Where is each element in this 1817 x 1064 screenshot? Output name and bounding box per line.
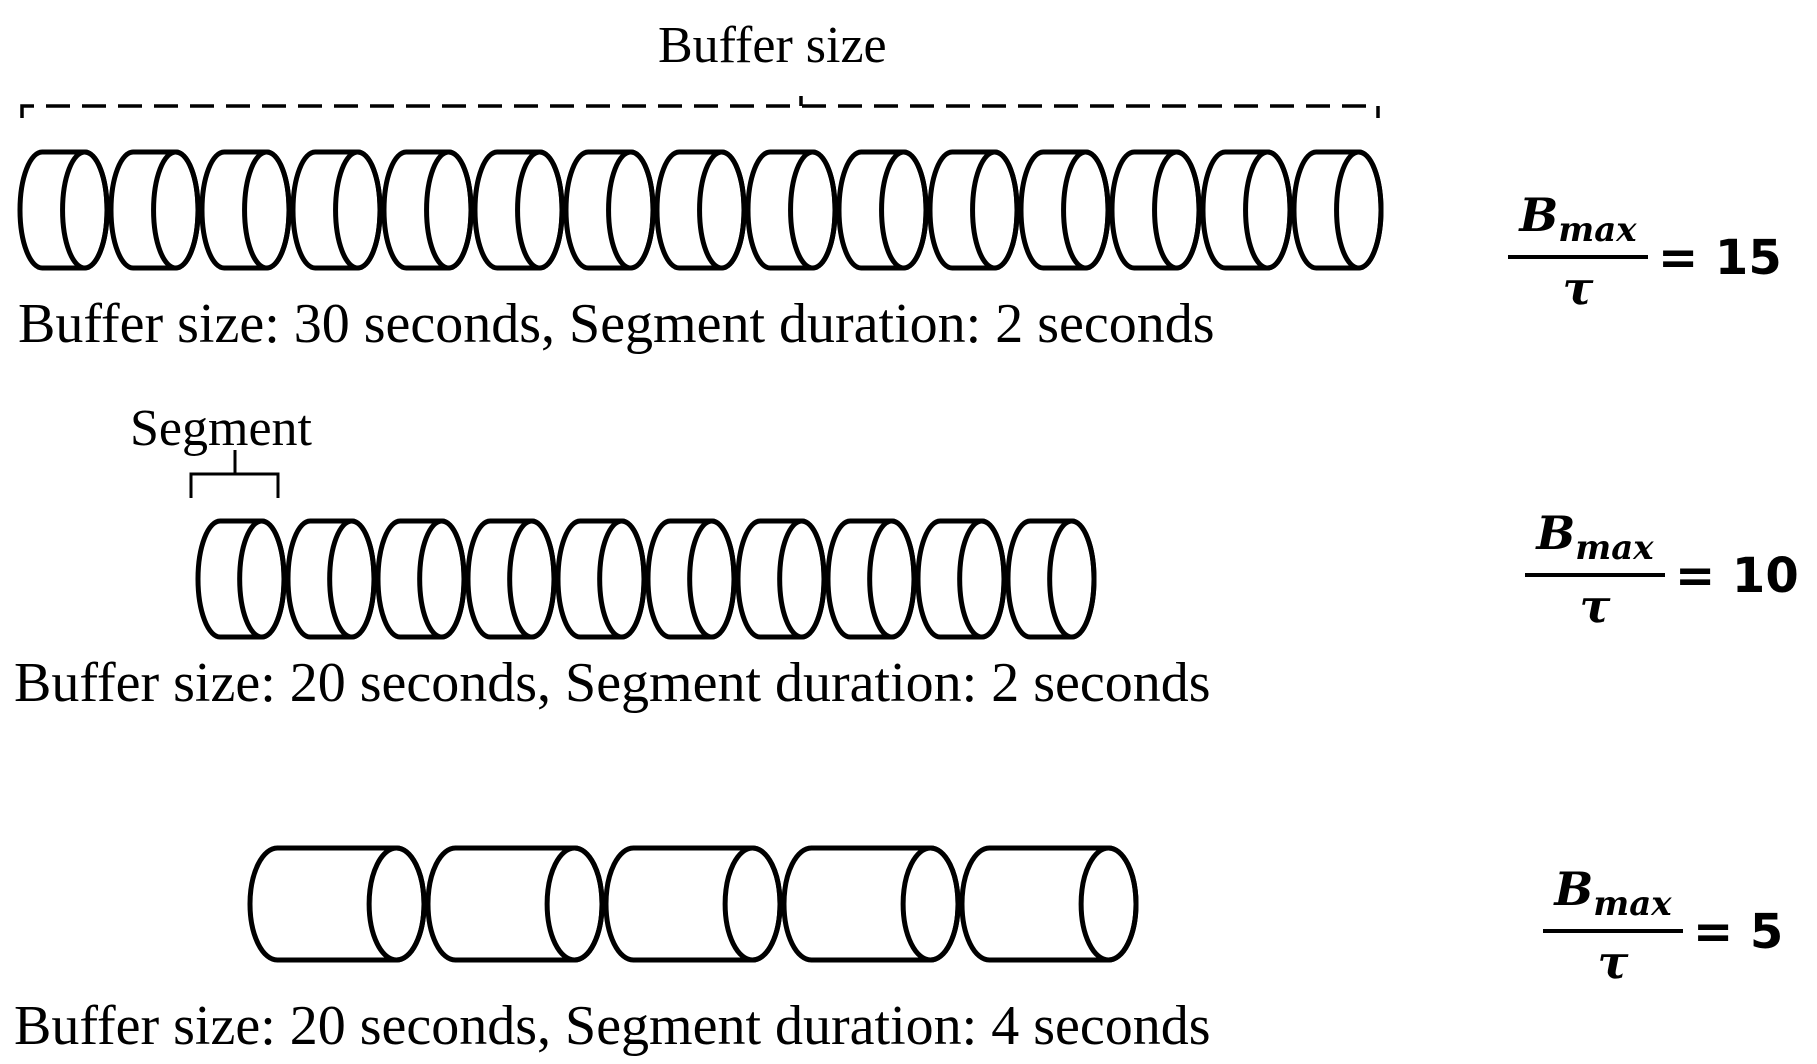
- segment-cylinder: [959, 845, 1139, 963]
- ratio-denominator: τ: [1579, 579, 1611, 633]
- segment-cylinder: [603, 845, 783, 963]
- ratio-denominator: τ: [1562, 261, 1594, 315]
- segment-cylinder-cap: [151, 149, 201, 271]
- segment-cylinder-cap: [900, 845, 961, 963]
- buffer-size-bracket: [20, 96, 1380, 118]
- segment-cylinder-cap: [515, 149, 565, 271]
- segment-cylinder-cap: [242, 149, 292, 271]
- segment-row-2: [195, 518, 1097, 640]
- segment-cylinder-cap: [1243, 149, 1293, 271]
- segment-cylinder-cap: [777, 518, 827, 640]
- row-2-ratio-formula: Bmax τ = 10: [1525, 510, 1817, 660]
- segment-label: Segment: [130, 400, 312, 457]
- ratio-value: = 15: [1658, 230, 1782, 286]
- segment-cylinder-cap: [597, 518, 647, 640]
- segment-cylinder-cap: [327, 518, 377, 640]
- ratio-fraction: Bmax τ: [1543, 866, 1683, 985]
- fraction-bar: [1525, 573, 1665, 577]
- segment-row-1: [17, 149, 1384, 271]
- row-3-caption: Buffer size: 20 seconds, Segment duratio…: [14, 995, 1211, 1057]
- ratio-value: = 10: [1675, 548, 1799, 604]
- segment-bracket: [189, 450, 280, 498]
- segment-cylinder-cap: [1061, 149, 1111, 271]
- segment-cylinder-cap: [333, 149, 383, 271]
- segment-cylinder-cap: [722, 845, 783, 963]
- row-1-ratio-formula: Bmax τ = 15: [1508, 192, 1817, 342]
- segment-cylinder-cap: [879, 149, 929, 271]
- ratio-fraction: Bmax τ: [1525, 510, 1665, 629]
- segment-cylinder-cap: [1047, 518, 1097, 640]
- segment-cylinder: [425, 845, 605, 963]
- ratio-numerator: Bmax: [1554, 862, 1672, 924]
- segment-cylinder-cap: [687, 518, 737, 640]
- segment-cylinder-cap: [60, 149, 110, 271]
- segment-cylinder-cap: [606, 149, 656, 271]
- segment-cylinder-cap: [417, 518, 467, 640]
- row-3-ratio-formula: Bmax τ = 5: [1543, 866, 1817, 1016]
- segment-cylinder-cap: [970, 149, 1020, 271]
- segment-cylinder-cap: [237, 518, 287, 640]
- row-1-caption: Buffer size: 30 seconds, Segment duratio…: [18, 293, 1215, 355]
- segment-cylinder-cap: [1078, 845, 1139, 963]
- segment-cylinder-cap: [366, 845, 427, 963]
- ratio-numerator: Bmax: [1536, 506, 1654, 568]
- segment-cylinder-cap: [1334, 149, 1384, 271]
- row-2-caption: Buffer size: 20 seconds, Segment duratio…: [14, 652, 1211, 714]
- ratio-denominator: τ: [1597, 935, 1629, 989]
- segment-cylinder-cap: [697, 149, 747, 271]
- segment-row-3: [247, 845, 1139, 963]
- buffer-size-label: Buffer size: [658, 17, 887, 74]
- segment-cylinder-cap: [507, 518, 557, 640]
- segment-cylinder: [247, 845, 427, 963]
- fraction-bar: [1543, 929, 1683, 933]
- ratio-numerator: Bmax: [1519, 188, 1637, 250]
- ratio-fraction: Bmax τ: [1508, 192, 1648, 311]
- segment-cylinder-cap: [424, 149, 474, 271]
- segment-cylinder-cap: [867, 518, 917, 640]
- segment-cylinder-cap: [544, 845, 605, 963]
- ratio-value: = 5: [1693, 904, 1784, 960]
- segment-cylinder-cap: [788, 149, 838, 271]
- segment-cylinder-cap: [957, 518, 1007, 640]
- fraction-bar: [1508, 255, 1648, 259]
- segment-cylinder-cap: [1152, 149, 1202, 271]
- segment-cylinder: [781, 845, 961, 963]
